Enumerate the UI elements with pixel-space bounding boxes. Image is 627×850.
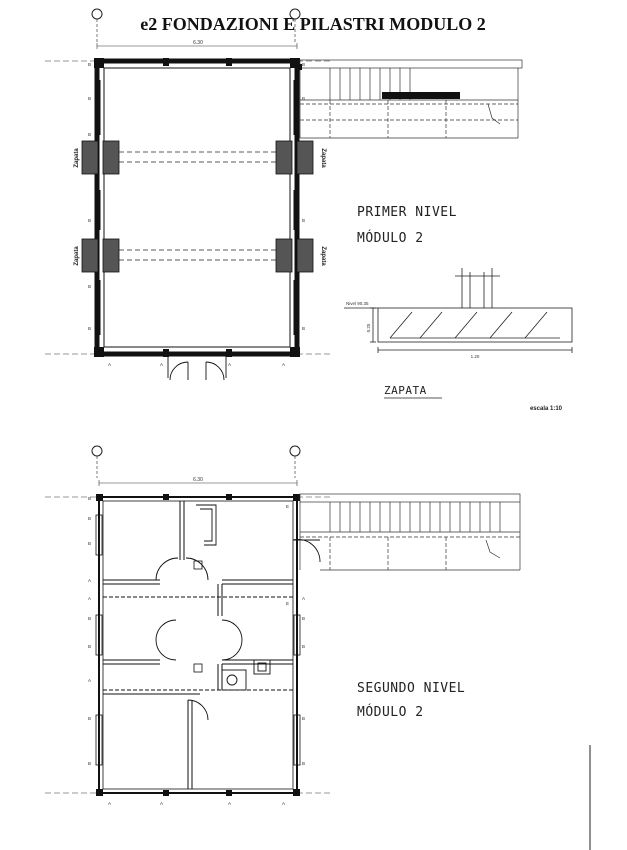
axis-letter: B xyxy=(88,218,91,223)
axis-bubble xyxy=(289,445,301,478)
axis-letter: B xyxy=(88,284,91,289)
outer-wall xyxy=(94,58,300,357)
axis-letter: B xyxy=(302,96,305,101)
axis-letter: B xyxy=(88,516,91,521)
axis-bubble xyxy=(91,445,103,478)
footing-label: Zapata xyxy=(74,148,80,168)
axis-letter: A xyxy=(88,678,91,683)
axis-letter: B xyxy=(88,761,91,766)
dimension-line: 6.30 xyxy=(98,477,298,486)
axis-letter: B xyxy=(88,62,91,67)
footing-label: Zapata xyxy=(320,246,326,266)
height-dimension: 0.25 xyxy=(366,323,371,332)
axis-letter: B xyxy=(88,541,91,546)
axis-letter: B xyxy=(302,218,305,223)
axis-letter: B xyxy=(302,644,305,649)
axis-letter: E xyxy=(286,601,289,606)
plan-primer-nivel: 6.30 xyxy=(45,8,523,381)
axis-letter: E xyxy=(286,504,289,509)
adjacent-stair xyxy=(299,493,521,571)
axis-letter: B xyxy=(88,96,91,101)
detail-title: ZAPATA xyxy=(384,384,427,397)
detail-scale: escala 1:10 xyxy=(530,406,563,412)
axis-letter: B xyxy=(88,716,91,721)
axis-letter: B xyxy=(302,326,305,331)
axis-letter: B xyxy=(302,716,305,721)
axis-letter: A xyxy=(228,801,231,806)
footing-section-detail: Nivel 90.35 0.25 1.20 ZAPATA escala 1:10 xyxy=(344,268,573,412)
entrance-door xyxy=(167,354,227,381)
dimension-label: 6.30 xyxy=(193,40,203,46)
axis-letter: B xyxy=(88,616,91,621)
width-dimension: 1.20 xyxy=(471,354,480,359)
outer-wall xyxy=(98,496,298,794)
footing-pads xyxy=(81,140,314,273)
axis-letter: A xyxy=(88,578,91,583)
axis-letter: B xyxy=(302,761,305,766)
axis-bubble xyxy=(289,8,301,42)
dimension-label: 6.30 xyxy=(193,477,203,483)
level-label: SEGUNDO NIVEL xyxy=(357,681,465,696)
axis-letter: A xyxy=(88,596,91,601)
axis-letter: B xyxy=(88,132,91,137)
toilet-fixture xyxy=(221,659,271,691)
axis-letter: A xyxy=(160,801,163,806)
axis-letter: B xyxy=(88,496,91,501)
axis-letter: B xyxy=(88,644,91,649)
footing-label: Zapata xyxy=(74,246,80,266)
axis-letter: A xyxy=(282,362,285,367)
module-label: MÓDULO 2 xyxy=(357,704,424,720)
axis-letter: B xyxy=(302,62,305,67)
footing-label: Zapata xyxy=(320,148,326,168)
module-label: MÓDULO 2 xyxy=(357,230,424,246)
axis-letter: A xyxy=(228,362,231,367)
plan-segundo-nivel: 6.30 xyxy=(45,445,521,806)
level-mark: Nivel 90.35 xyxy=(346,301,369,306)
axis-letter: A xyxy=(108,801,111,806)
axis-letter: A xyxy=(282,801,285,806)
axis-bubble xyxy=(91,8,103,42)
dimension-line: 6.30 xyxy=(96,40,298,49)
axis-letter: A xyxy=(302,596,305,601)
axis-letter: B xyxy=(302,616,305,621)
axis-letter: B xyxy=(88,326,91,331)
axis-letter: A xyxy=(160,362,163,367)
level-label: PRIMER NIVEL xyxy=(357,205,457,220)
columns xyxy=(94,58,300,357)
sheet-title: e2 FONDAZIONI E PILASTRI MODULO 2 xyxy=(140,14,486,34)
axis-letter: A xyxy=(108,362,111,367)
